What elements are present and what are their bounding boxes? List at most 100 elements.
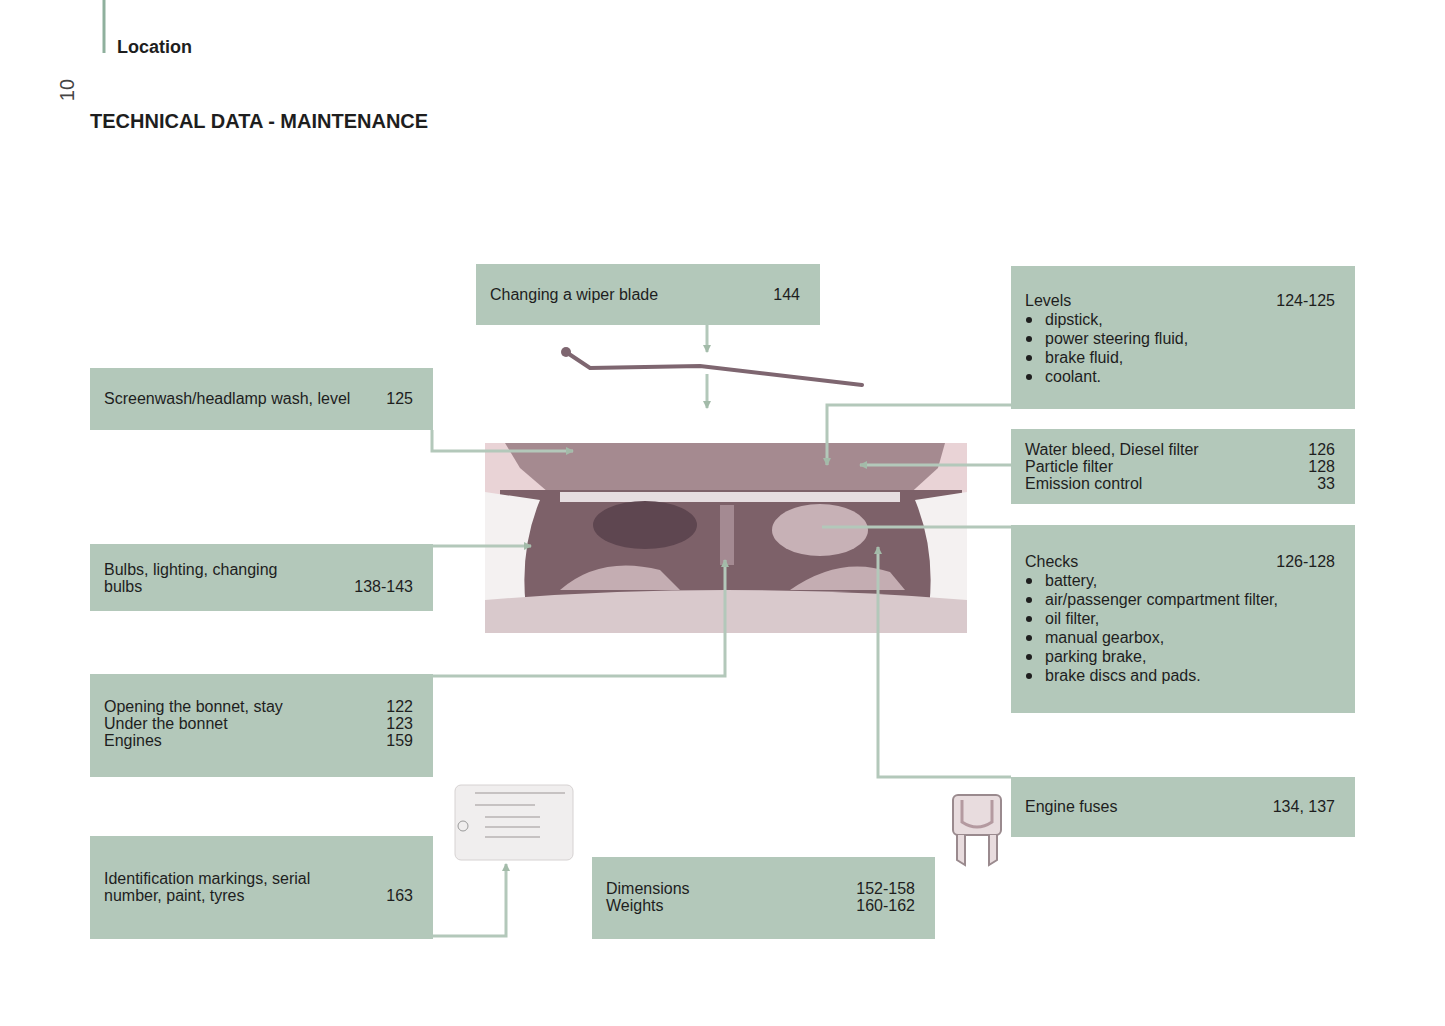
bullet-item: power steering fluid, [1025,329,1335,348]
bullet-dot [1026,673,1032,679]
text-row: Checks 126-128 [1025,553,1335,571]
info-box: Bulbs, lighting, changing bulbs138-143 [90,544,433,611]
text-row: Levels 124-125 [1025,292,1335,310]
bullet-item: oil filter, [1025,609,1335,628]
page-ref: 123 [386,715,413,732]
page-ref: 128 [1308,458,1335,475]
bullet-item: brake discs and pads. [1025,666,1335,685]
text-row: Under the bonnet 123 [104,715,413,732]
engine-bay [500,490,962,600]
info-box: Engine fuses134, 137 [1011,777,1355,837]
bullet-dot [1026,616,1032,622]
text-row: Particle filter 128 [1025,458,1335,475]
box-text: oil filter, [1045,609,1099,628]
box-text: parking brake, [1045,647,1146,666]
bullet-item: manual gearbox, [1025,628,1335,647]
bullet-dot [1026,355,1032,361]
page-ref: 125 [386,390,413,408]
bullet-dot [1026,336,1032,342]
box-text: Dimensions [606,880,690,897]
fuse-element [962,800,992,827]
air-filter [593,501,697,549]
leader-line [827,405,1011,465]
box-text: dipstick, [1045,310,1103,329]
text-row: Opening the bonnet, stay122 [104,698,413,715]
info-box: Dimensions 152-158Weights 160-162 [592,857,935,939]
plate-line [475,792,565,794]
leader-line [706,325,709,352]
fuse-picture [953,795,1001,865]
text-row: Dimensions 152-158 [606,880,915,897]
leader-line [433,545,531,548]
box-text: Changing a wiper blade [490,286,658,304]
box-text: Identification markings, serial number, … [104,870,354,904]
bullet-dot [1026,654,1032,660]
page-number: 10 [55,75,79,105]
bullet-dot [1026,317,1032,323]
info-box: Levels 124-125 dipstick,power steering flu… [1011,266,1355,409]
info-box: Water bleed, Diesel filter126Particle fi… [1011,429,1355,504]
text-row: Identification markings, serial number, … [104,870,413,904]
fuse-leg [957,835,965,865]
page-ref: 159 [386,732,413,749]
text-row: Screenwash/headlamp wash, level 125 [104,390,413,408]
bullet-dot [1026,597,1032,603]
leader-line [433,864,506,936]
page-ref: 138-143 [354,578,413,595]
grille [560,566,680,591]
id-plate [455,785,573,860]
page-ref: 160-162 [856,897,915,914]
page-ref: 163 [386,887,413,904]
box-text: manual gearbox, [1045,628,1164,647]
box-text: Engines [104,732,162,749]
info-box: Checks126-128battery,air/passenger compa… [1011,525,1355,713]
box-text: Weights [606,897,664,914]
page-ref: 134, 137 [1273,798,1335,816]
box-text: Checks [1025,553,1078,571]
page-title: TECHNICAL DATA - MAINTENANCE [90,109,428,133]
text-row: Engine fuses134, 137 [1025,798,1335,816]
box-text: Emission control [1025,475,1142,492]
box-text: brake fluid, [1045,348,1123,367]
leader-line [432,430,573,451]
page-ref: 126-128 [1276,553,1335,571]
box-text: Opening the bonnet, stay [104,698,283,715]
header-rule [103,0,106,53]
bullet-dot [1026,635,1032,641]
engine-part [720,505,734,565]
box-text: Screenwash/headlamp wash, level [104,390,350,408]
leader-line [433,560,725,676]
box-text: power steering fluid, [1045,329,1188,348]
text-row: Water bleed, Diesel filter126 [1025,441,1335,458]
text-row: Engines 159 [104,732,413,749]
text-row: Bulbs, lighting, changing bulbs138-143 [104,561,413,595]
leader-line [822,526,1011,529]
box-text: Levels [1025,292,1071,310]
wiper-picture [561,347,862,385]
box-text: Particle filter [1025,458,1113,475]
box-text: Under the bonnet [104,715,228,732]
page-ref: 124-125 [1276,292,1335,310]
bullet-item: battery, [1025,571,1335,590]
leader-line [878,547,1011,777]
plate-line [475,804,535,806]
leader-lines [432,325,1011,936]
bullet-item: dipstick, [1025,310,1335,329]
box-text: coolant. [1045,367,1101,386]
cross-bar [560,492,900,502]
bullet-item: parking brake, [1025,647,1335,666]
box-text: battery, [1045,571,1097,590]
plate-line [485,836,540,838]
bullet-item: coolant. [1025,367,1335,386]
plate-line [485,816,540,818]
text-row: Emission control 33 [1025,475,1335,492]
bullet-item: brake fluid, [1025,348,1335,367]
page-ref: 144 [773,286,800,304]
page-ref: 152-158 [856,880,915,897]
page-ref: 33 [1317,475,1335,492]
text-row: Changing a wiper blade 144 [490,286,800,304]
fuse-body [953,795,1001,835]
info-box: Screenwash/headlamp wash, level 125 [90,368,433,430]
plate-line [485,826,540,828]
